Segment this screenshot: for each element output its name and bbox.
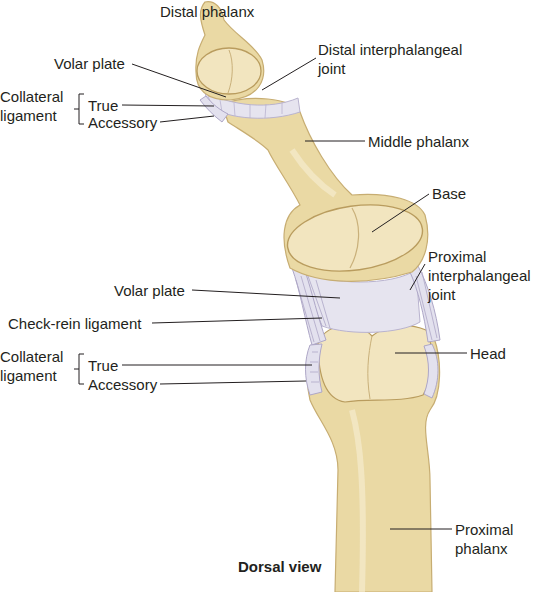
part-label: Accessory [88,113,157,132]
part-label: Middle phalanx [368,132,469,151]
head-groove [368,336,372,399]
accessory-collateral-ligament [306,344,323,395]
label-bracket [74,354,84,384]
middle-base-surface [283,197,427,279]
base-ridge [228,50,232,93]
part-label: Collateral ligament [0,87,76,125]
leader-line [372,194,429,232]
bone-highlight [352,410,363,592]
leader-line [410,264,425,290]
true-collateral-ligament [292,268,326,345]
ligament-stripes [310,352,319,382]
part-label: Base [432,184,466,203]
leader-line [160,381,306,384]
part-label: Distal interphalangeal joint [318,40,468,78]
distal-base-surface [197,48,261,94]
base-ridge [350,208,359,268]
leader-line [305,141,365,142]
middle-phalanx-bone [222,98,428,281]
leader-line [192,290,340,298]
part-label: Proximal phalanx [455,520,535,558]
part-label: Distal phalanx [160,2,254,21]
part-label: Collateral ligament [0,347,76,385]
bone-highlight [292,150,335,195]
part-label: Head [470,344,506,363]
part-label: Volar plate [54,54,125,73]
part-label: Proximal interphalangeal joint [428,247,546,304]
view-caption: Dorsal view [238,558,321,575]
leader-line [390,529,452,530]
leader-line [160,116,214,122]
leader-line [262,58,316,90]
part-label: Check-rein ligament [8,314,141,333]
ligament-stripes [296,276,320,342]
label-bracket [74,94,84,124]
part-label: Accessory [88,375,157,394]
leader-line [395,353,467,354]
part-label: True [88,356,118,375]
right-accessory-ligament [424,344,438,398]
leader-line [132,64,226,97]
leader-line [122,365,312,366]
part-label: Volar plate [114,281,185,300]
leader-line [122,105,214,106]
leader-line [152,318,322,323]
proximal-head-surface [318,325,432,402]
part-label: True [88,96,118,115]
